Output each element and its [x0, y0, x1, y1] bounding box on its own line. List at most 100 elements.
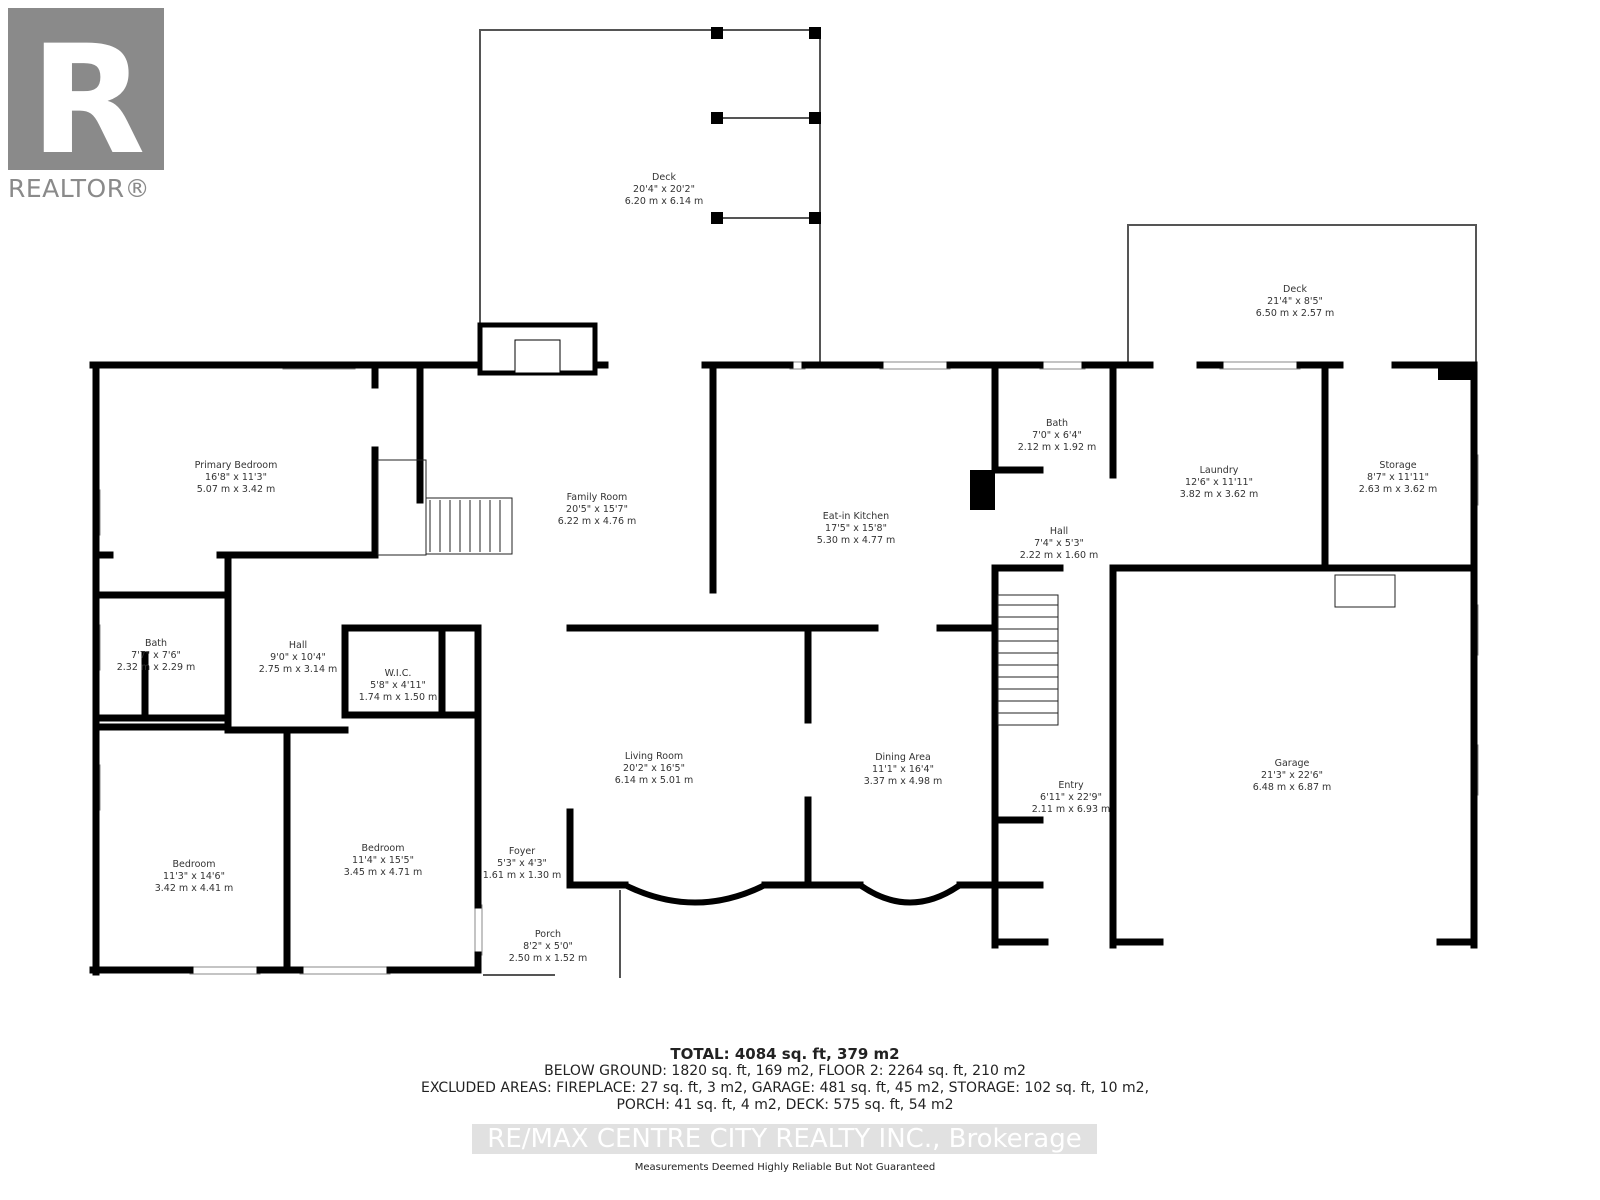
room-metric: 6.50 m x 2.57 m: [1255, 308, 1335, 319]
room-metric: 6.22 m x 4.76 m: [557, 516, 637, 527]
room-name: Laundry: [1199, 465, 1239, 476]
room-name: Bedroom: [172, 859, 216, 870]
room-imperial: 7'4" x 5'3": [1034, 538, 1084, 549]
window: [1039, 361, 1086, 370]
room-metric: 3.82 m x 3.62 m: [1179, 489, 1259, 500]
room-name: Foyer: [508, 846, 536, 857]
deck-post: [711, 212, 723, 224]
room-imperial: 5'3" x 4'3": [497, 858, 547, 869]
window: [1219, 361, 1301, 370]
room-name: Hall: [1049, 526, 1069, 537]
deck-post: [711, 112, 723, 124]
disclaimer-note: Measurements Deemed Highly Reliable But …: [634, 1162, 936, 1173]
stairs: [377, 459, 1396, 726]
room-name: Entry: [1058, 780, 1084, 791]
room-name: Bedroom: [361, 843, 405, 854]
room-name: Deck: [652, 172, 676, 183]
room-imperial: 11'3" x 14'6": [163, 871, 225, 882]
brokerage-watermark: RE/MAX CENTRE CITY REALTY INC., Brokerag…: [472, 1124, 1097, 1154]
room-name: Dining Area: [875, 752, 931, 763]
wall-block: [970, 470, 995, 510]
wall-block: [1438, 365, 1474, 380]
deck-outline: [1127, 224, 1477, 362]
room-metric: 1.74 m x 1.50 m: [358, 692, 438, 703]
garage-steps: [1334, 574, 1396, 608]
room-name: Deck: [1283, 284, 1307, 295]
realtor-logo-mark: R: [8, 8, 164, 176]
room-metric: 1.61 m x 1.30 m: [482, 870, 562, 881]
room-name: Primary Bedroom: [194, 460, 278, 471]
room-imperial: 17'5" x 15'8": [825, 523, 887, 534]
room-metric: 2.63 m x 3.62 m: [1358, 484, 1438, 495]
window: [879, 361, 951, 370]
staircase-entry: [997, 594, 1059, 726]
room-imperial: 11'4" x 15'5": [352, 855, 414, 866]
room-metric: 6.20 m x 6.14 m: [624, 196, 704, 207]
room-metric: 3.37 m x 4.98 m: [863, 776, 943, 787]
room-name: Hall: [288, 640, 308, 651]
room-imperial: 9'0" x 10'4": [270, 652, 326, 663]
room-metric: 2.22 m x 1.60 m: [1019, 550, 1099, 561]
room-name: Bath: [1045, 418, 1069, 429]
room-metric: 2.32 m x 2.29 m: [116, 662, 196, 673]
room-label-wic: W.I.C.5'8" x 4'11"1.74 m x 1.50 m: [359, 668, 438, 704]
room-imperial: 20'2" x 16'5": [623, 763, 685, 774]
room-name: Family Room: [566, 492, 628, 503]
deck-post: [711, 27, 723, 39]
room-imperial: 20'4" x 20'2": [633, 184, 695, 195]
walls: [89, 27, 1478, 976]
area-summary: TOTAL: 4084 sq. ft, 379 m2 BELOW GROUND:…: [0, 1046, 1570, 1114]
deck-post: [809, 27, 821, 39]
room-metric: 3.42 m x 4.41 m: [154, 883, 234, 894]
room-imperial: 5'8" x 4'11": [370, 680, 426, 691]
bay-windows: [623, 882, 962, 906]
summary-total: TOTAL: 4084 sq. ft, 379 m2: [670, 1045, 900, 1063]
window: [299, 966, 391, 975]
room-name: Porch: [534, 929, 562, 940]
deck-post: [809, 212, 821, 224]
room-imperial: 8'2" x 5'0": [523, 941, 573, 952]
room-metric: 6.48 m x 6.87 m: [1252, 782, 1332, 793]
bay-window-living: [623, 882, 767, 906]
fireplace-hearth: [514, 339, 561, 374]
room-metric: 2.75 m x 3.14 m: [258, 664, 338, 675]
room-name: Garage: [1274, 758, 1310, 769]
room-metric: 2.50 m x 1.52 m: [508, 953, 588, 964]
room-name: Bath: [144, 638, 168, 649]
logo-letter: R: [30, 14, 146, 188]
room-imperial: 6'11" x 22'9": [1040, 792, 1102, 803]
room-name: W.I.C.: [384, 668, 412, 679]
summary-line-2: EXCLUDED AREAS: FIREPLACE: 27 sq. ft, 3 …: [420, 1080, 1150, 1096]
room-metric: 2.12 m x 1.92 m: [1017, 442, 1097, 453]
window: [189, 966, 261, 975]
room-imperial: 12'6" x 11'11": [1185, 477, 1253, 488]
deck-outline: [479, 29, 821, 362]
realtor-logo: R REALTOR®: [8, 8, 168, 203]
room-imperial: 21'3" x 22'6": [1261, 770, 1323, 781]
room-name: Eat-in Kitchen: [822, 511, 890, 522]
bay-window-dining: [858, 882, 962, 906]
logo-text: REALTOR®: [8, 174, 151, 203]
deck-outlines: [479, 29, 1477, 978]
room-name: Living Room: [624, 751, 684, 762]
room-imperial: 21'4" x 8'5": [1267, 296, 1323, 307]
room-imperial: 7'7" x 7'6": [131, 650, 181, 661]
room-name: Storage: [1379, 460, 1417, 471]
